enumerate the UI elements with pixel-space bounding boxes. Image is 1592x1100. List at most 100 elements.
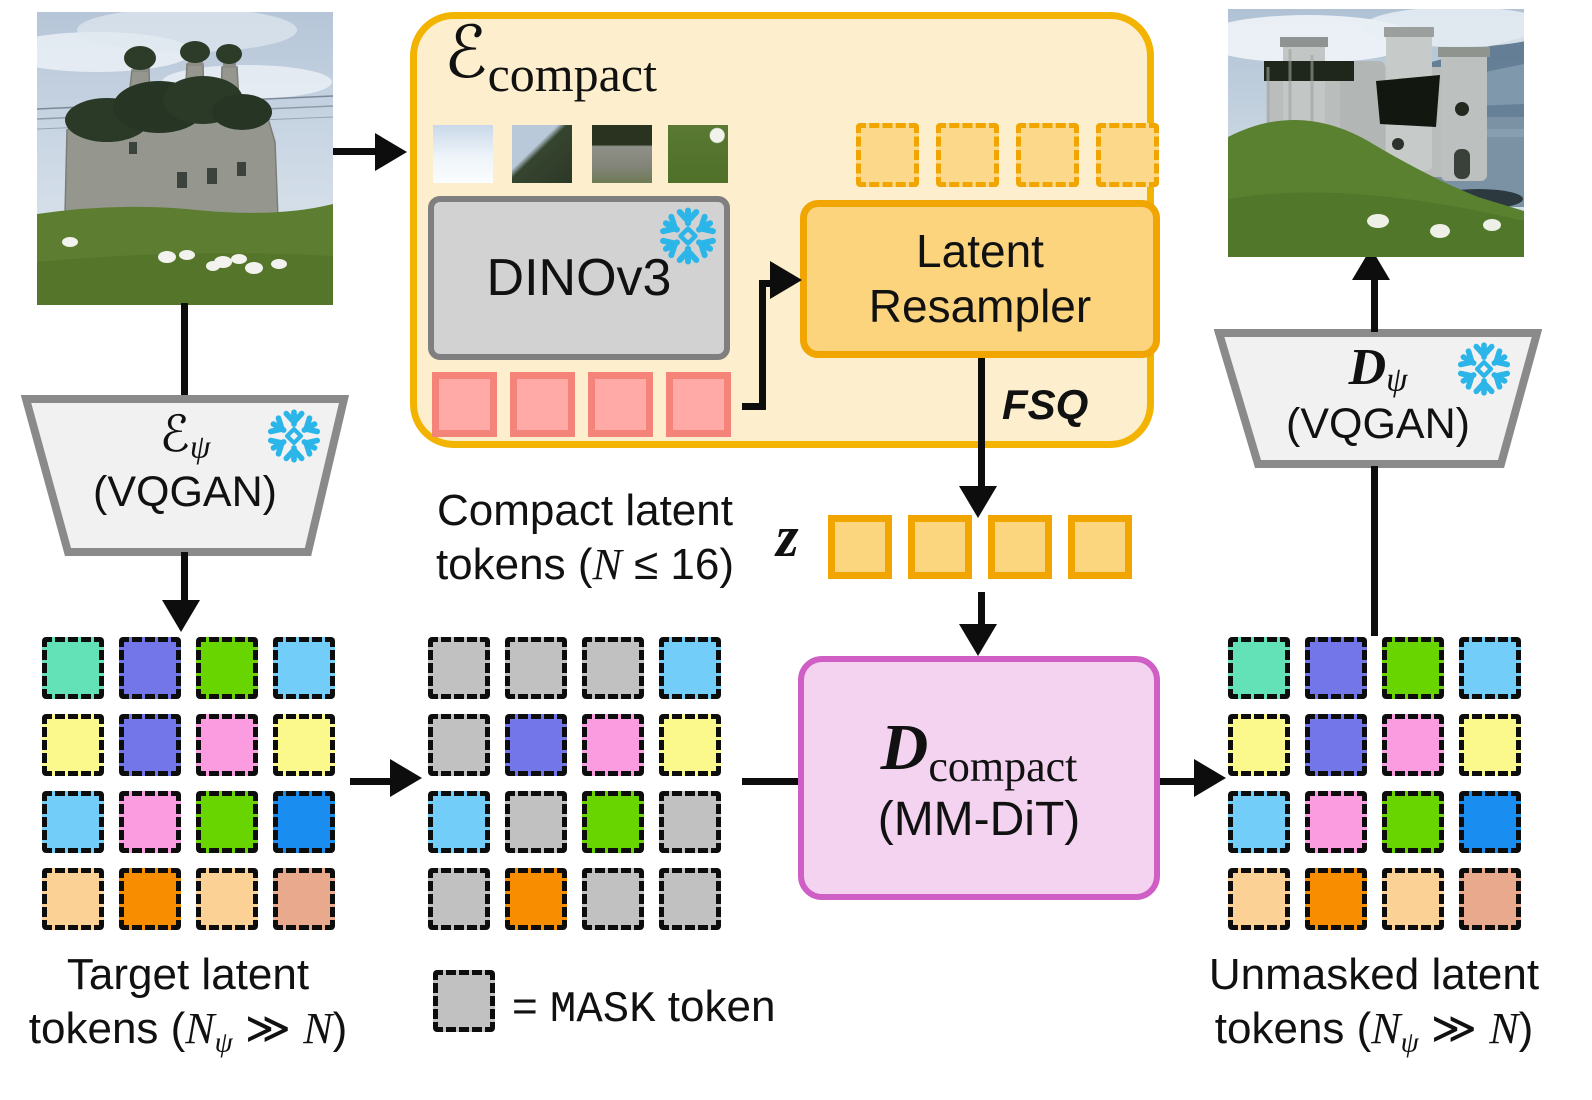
fsq-label: FSQ: [1002, 381, 1089, 428]
arrow-z-to-dit-line: [978, 592, 985, 626]
vqgan-encoder-trapezoid: [21, 395, 349, 556]
latent-token-mint: [42, 637, 104, 699]
arrow-vqgan-to-target-line: [181, 552, 188, 602]
castle-ridge-patch: [512, 125, 572, 183]
grass-sheep-patch: [668, 125, 728, 183]
latent-token-pink: [582, 714, 644, 776]
latent-token-green: [1382, 637, 1444, 699]
latent-token-yellow: [659, 714, 721, 776]
latent-token-yellow: [1228, 714, 1290, 776]
vqgan-encoder-letter: ℰ: [159, 405, 190, 463]
dino-feature-token: [588, 372, 653, 437]
z-token: [828, 515, 892, 579]
stone-wall-patch: [592, 125, 652, 183]
unmasked-latent-grid: [1228, 637, 1521, 930]
latent-token-green: [196, 637, 258, 699]
output-castle-image: [1228, 9, 1524, 257]
latent-token-pink: [1305, 791, 1367, 853]
decoder-compact-label: Dcompact: [881, 709, 1078, 793]
connector-tokens-to-resampler-head: [770, 261, 802, 299]
encoder-compact-letter: ℰ: [444, 10, 488, 94]
snowflake-icon: [267, 409, 321, 463]
compact-latents-caption: Compact latent tokens (N ≤ 16): [390, 484, 780, 592]
arrow-input-to-encoder-line: [333, 148, 377, 155]
latent-token-orange: [505, 868, 567, 930]
target-caption-var2: N: [303, 1004, 333, 1053]
compact-latents-caption-var: N: [592, 540, 622, 589]
latent-token-mint: [1228, 637, 1290, 699]
z-token: [988, 515, 1052, 579]
unmasked-caption-post: ): [1518, 1004, 1534, 1053]
snowflake-icon: [660, 207, 716, 265]
encoder-compact-subscript: compact: [487, 46, 657, 102]
latent-token-gray: [428, 637, 490, 699]
decoder-compact-sublabel: (MM-DiT): [877, 793, 1081, 847]
unmasked-caption-var2: N: [1489, 1004, 1519, 1053]
target-caption-pre: tokens (: [28, 1004, 186, 1053]
arrow-input-to-encoder-head: [375, 133, 407, 171]
dinov3-label: DINOv3: [486, 249, 672, 307]
latent-token-blue: [1459, 791, 1521, 853]
arrow-dit-to-unmasked-head: [1194, 759, 1226, 797]
input-castle-image: [37, 12, 333, 305]
snowflake-icon: [1457, 342, 1511, 396]
query-token: [1016, 123, 1079, 187]
vqgan-encoder-label: ℰψ (VQGAN): [60, 404, 310, 517]
query-token: [1096, 123, 1159, 187]
z-label: z: [776, 504, 799, 569]
latent-token-gray: [582, 637, 644, 699]
compact-latents-caption-pre: tokens (: [435, 540, 593, 589]
mask-token-legend-text: = MASK token: [512, 982, 775, 1035]
arrow-resampler-to-z-line: [978, 358, 985, 490]
decoder-compact-letter: D: [880, 710, 929, 784]
latent-token-gray: [428, 868, 490, 930]
arrow-z-to-dit-head: [959, 624, 997, 656]
vqgan-encoder-sublabel: (VQGAN): [93, 467, 277, 516]
sky-patch: [433, 125, 493, 183]
compact-latents-caption-post: ≤ 16): [621, 540, 735, 589]
latent-token-orange: [1305, 868, 1367, 930]
latent-token-orange: [119, 868, 181, 930]
latent-token-pink: [119, 791, 181, 853]
masked-latent-grid: [428, 637, 721, 930]
latent-token-sky: [659, 637, 721, 699]
latent-token-yellow: [42, 714, 104, 776]
latent-token-blue: [273, 791, 335, 853]
query-token: [856, 123, 919, 187]
vqgan-decoder-subscript: ψ: [1386, 360, 1408, 399]
decoder-compact-box: Dcompact (MM-DiT): [798, 656, 1160, 900]
legend-suffix: token: [655, 982, 776, 1031]
line-input-to-vqgan-encoder: [181, 303, 188, 399]
arrow-decoder-to-output-line: [1371, 272, 1378, 332]
target-caption-varsub: ψ: [214, 1026, 233, 1059]
latent-token-tan: [1459, 868, 1521, 930]
target-caption-post: ): [332, 1004, 348, 1053]
dino-feature-token-row: [432, 372, 731, 437]
unmasked-caption-pre: tokens (: [1214, 1004, 1372, 1053]
latent-token-lightorange: [196, 868, 258, 930]
latent-token-pink: [196, 714, 258, 776]
unmasked-caption-mid: ≫: [1418, 1004, 1490, 1053]
vqgan-encoder-subscript: ψ: [189, 429, 211, 466]
legend-token-name: MASK: [549, 985, 656, 1035]
dinov3-box: DINOv3: [428, 196, 730, 360]
line-masked-to-dit: [742, 778, 798, 785]
latent-token-yellow: [1459, 714, 1521, 776]
encoder-compact-label: ℰcompact: [444, 16, 657, 99]
latent-token-gray: [428, 714, 490, 776]
resampler-query-token-row: [856, 123, 1159, 187]
latent-token-sky: [1459, 637, 1521, 699]
connector-tokens-to-resampler-seg3: [759, 280, 773, 287]
latent-token-tan: [273, 868, 335, 930]
dino-feature-token: [432, 372, 497, 437]
vqgan-decoder-letter: D: [1348, 339, 1387, 396]
latent-token-lightorange: [42, 868, 104, 930]
latent-token-green: [1382, 791, 1444, 853]
connector-tokens-to-resampler-seg2: [759, 280, 766, 410]
latent-token-gray: [659, 791, 721, 853]
latent-token-gray: [659, 868, 721, 930]
vqgan-decoder-sublabel: (VQGAN): [1286, 399, 1470, 448]
target-latent-grid: [42, 637, 335, 930]
latent-resampler-label-2: Resampler: [868, 280, 1092, 332]
unmasked-caption-line1: Unmasked latent: [1208, 950, 1540, 999]
